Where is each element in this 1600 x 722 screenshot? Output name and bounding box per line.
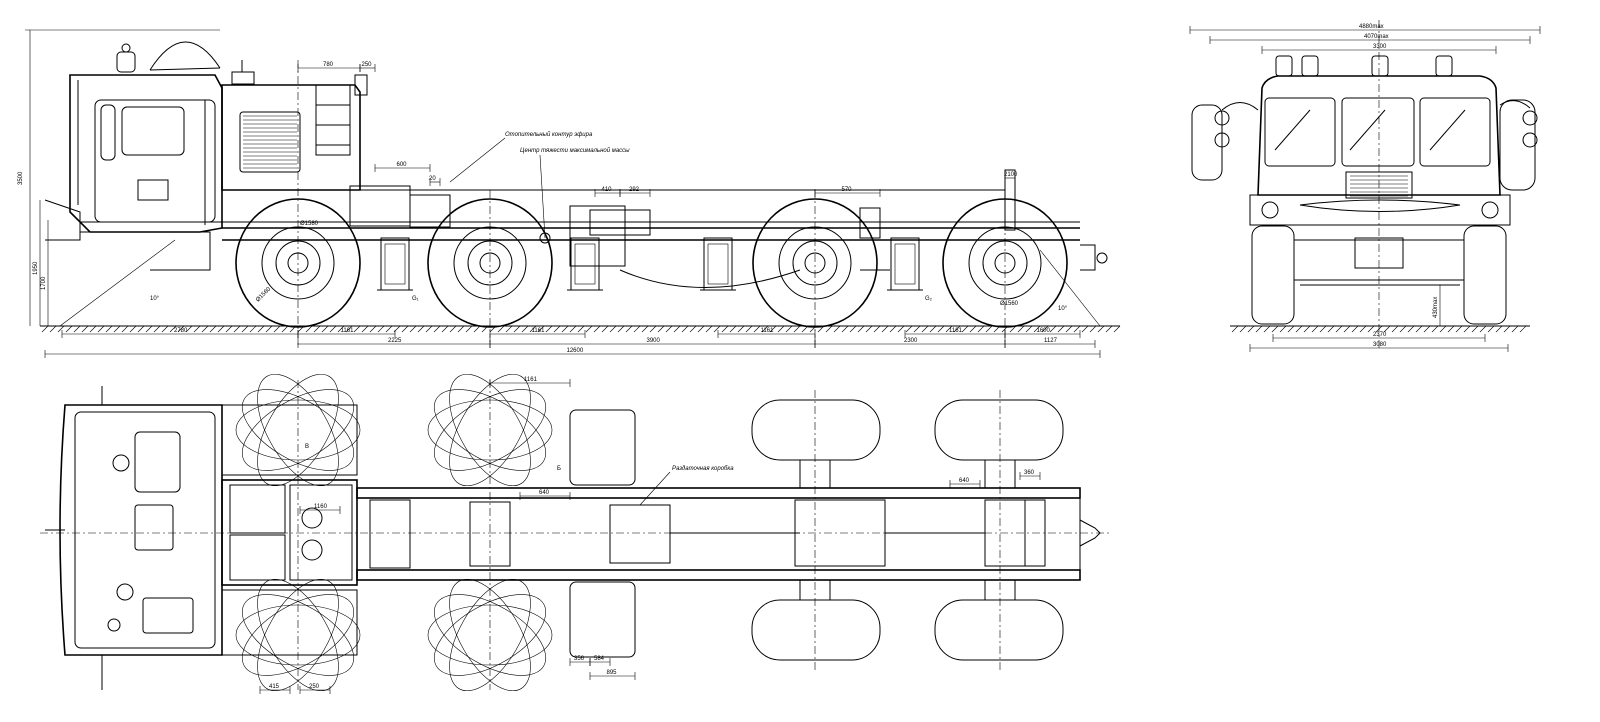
plan-engine-compartment [221,479,358,586]
dim-row1-5: 1600 [1037,328,1051,334]
plan-label-b: В [305,444,309,450]
plan-roof-hatch-1 [134,431,181,493]
dim-row1-1: 1161 [341,328,355,334]
plan-view-dimensions: 1161 640 1160 360 640 356 584 895 415 250 [259,377,1041,694]
plan-view: 1161 640 1160 360 640 356 584 895 415 250 Раздато… [40,373,1110,694]
dim-row2-1: 3900 [647,338,661,344]
dim-row1-0: 2780 [174,328,188,334]
front-view-dimensions: 4880max 4070max 3300 2370 3080 430max [1189,24,1541,352]
plan-dim-6: 584 [594,656,605,662]
dim-top-4: 410 [602,187,613,193]
front-dim-4: 3080 [1373,342,1387,348]
plan-roof-hatch-2 [134,504,174,551]
approach-angle: 10° [150,296,160,302]
left-mirror [1191,104,1223,181]
dim-height-2: 1950 [33,261,39,275]
front-dim-0: 4880max [1359,24,1384,30]
dim-row1-3: 1161 [761,328,775,334]
dim-row2-3: 1127 [1044,338,1058,344]
bogie-label-1: G₁ [412,296,419,302]
bogie-label-2: G₂ [925,296,933,302]
front-view: 4880max 4070max 3300 2370 3080 430max [1189,20,1541,352]
dim-row2-0: 2225 [388,338,402,344]
plan-frame-rail-bottom [356,569,1081,581]
dim-overall-length: 12600 [567,348,584,354]
side-view: 2780 1161 1161 1161 1161 1600 2225 3900 2300 1127… [18,29,1121,358]
dim-top-5: 292 [629,187,640,193]
side-wheel-4 [942,198,1068,328]
plan-dim-2: 1160 [314,504,328,510]
side-wheel-3 [752,198,878,328]
dim-height: 3500 [18,171,24,185]
dim-top-6: 570 [842,187,853,193]
front-left-tyre [1251,225,1295,325]
dim-row1-2: 1161 [532,328,546,334]
front-dim-2: 3300 [1373,44,1387,50]
plan-frame-rail-top [356,487,1081,499]
plan-tyre-3-left [751,399,881,461]
plan-dim-5: 356 [574,656,585,662]
plan-dim-0: 1161 [524,377,538,383]
steering-envelopes [235,373,553,692]
front-dim-1: 4070max [1364,34,1389,40]
plan-cab [59,404,223,656]
front-dim-5: 430max [1433,297,1439,318]
annotation-heating: Отопительный контур эфира [505,131,593,138]
annotation-transfer-case: Раздаточная коробка [672,466,734,472]
dim-top-0: 780 [323,62,334,68]
rear-hitch [1080,244,1096,271]
side-view-dimensions: 2780 1161 1161 1161 1161 1600 2225 3900 2300 1127… [44,62,1101,358]
dim-height-3: 1700 [41,276,47,290]
wheel-dia-1: Ø1560 [255,286,272,303]
annotation-cog: Центр тяжести максимальной массы [520,147,630,154]
suspension-brackets [377,237,923,291]
right-mirror [1499,99,1536,191]
plan-tyre-4-right [934,599,1064,661]
front-bumper-front [1249,194,1511,226]
plan-dim-4: 640 [959,478,970,484]
cab-outline [69,74,223,233]
front-windshield-left [1264,97,1336,167]
front-windshield-center [1341,97,1415,167]
transfer-case [609,504,671,564]
plan-dim-8: 415 [269,684,280,690]
wheel-dia-3: Ø1560 [1000,301,1019,307]
grille-lines [243,115,297,169]
wheel-dia-2: Ø1580 [300,221,319,227]
dim-top-1: 250 [362,62,373,68]
plan-dim-1: 640 [539,490,550,496]
fuel-tank-upper [569,409,636,486]
plan-dim-9: 250 [309,684,320,690]
side-wheel-2 [427,198,553,328]
dim-row1-4: 1161 [949,328,963,334]
front-ground-hatching [1231,325,1527,333]
ground-hatching [41,325,1121,333]
front-right-tyre [1463,225,1507,325]
dim-top-2: 600 [397,162,408,168]
engine-compartment [221,84,361,191]
side-wheels [235,198,1068,328]
dim-row2-2: 2300 [904,338,918,344]
engine-grille [239,111,301,173]
plan-dim-7: 895 [607,670,618,676]
front-bumper [44,199,81,241]
plan-tyre-4-left [934,399,1064,461]
fuel-tank-lower [569,581,636,658]
plan-dim-3: 360 [1024,470,1035,476]
cab-roof-hatch [149,41,221,71]
cab-window [121,106,185,156]
cab-door [94,99,216,223]
dim-top-3: 20 [429,176,436,182]
plan-roof-hatch-3 [142,597,194,634]
front-windshield-right [1419,97,1491,167]
plan-label-v: Б [557,466,561,472]
plan-tyre-3-right [751,599,881,661]
departure-angle: 10° [1058,306,1068,312]
front-dim-3: 2370 [1373,332,1387,338]
dim-top-7: 2100 [1004,172,1018,178]
front-cab-outline [1257,75,1501,196]
